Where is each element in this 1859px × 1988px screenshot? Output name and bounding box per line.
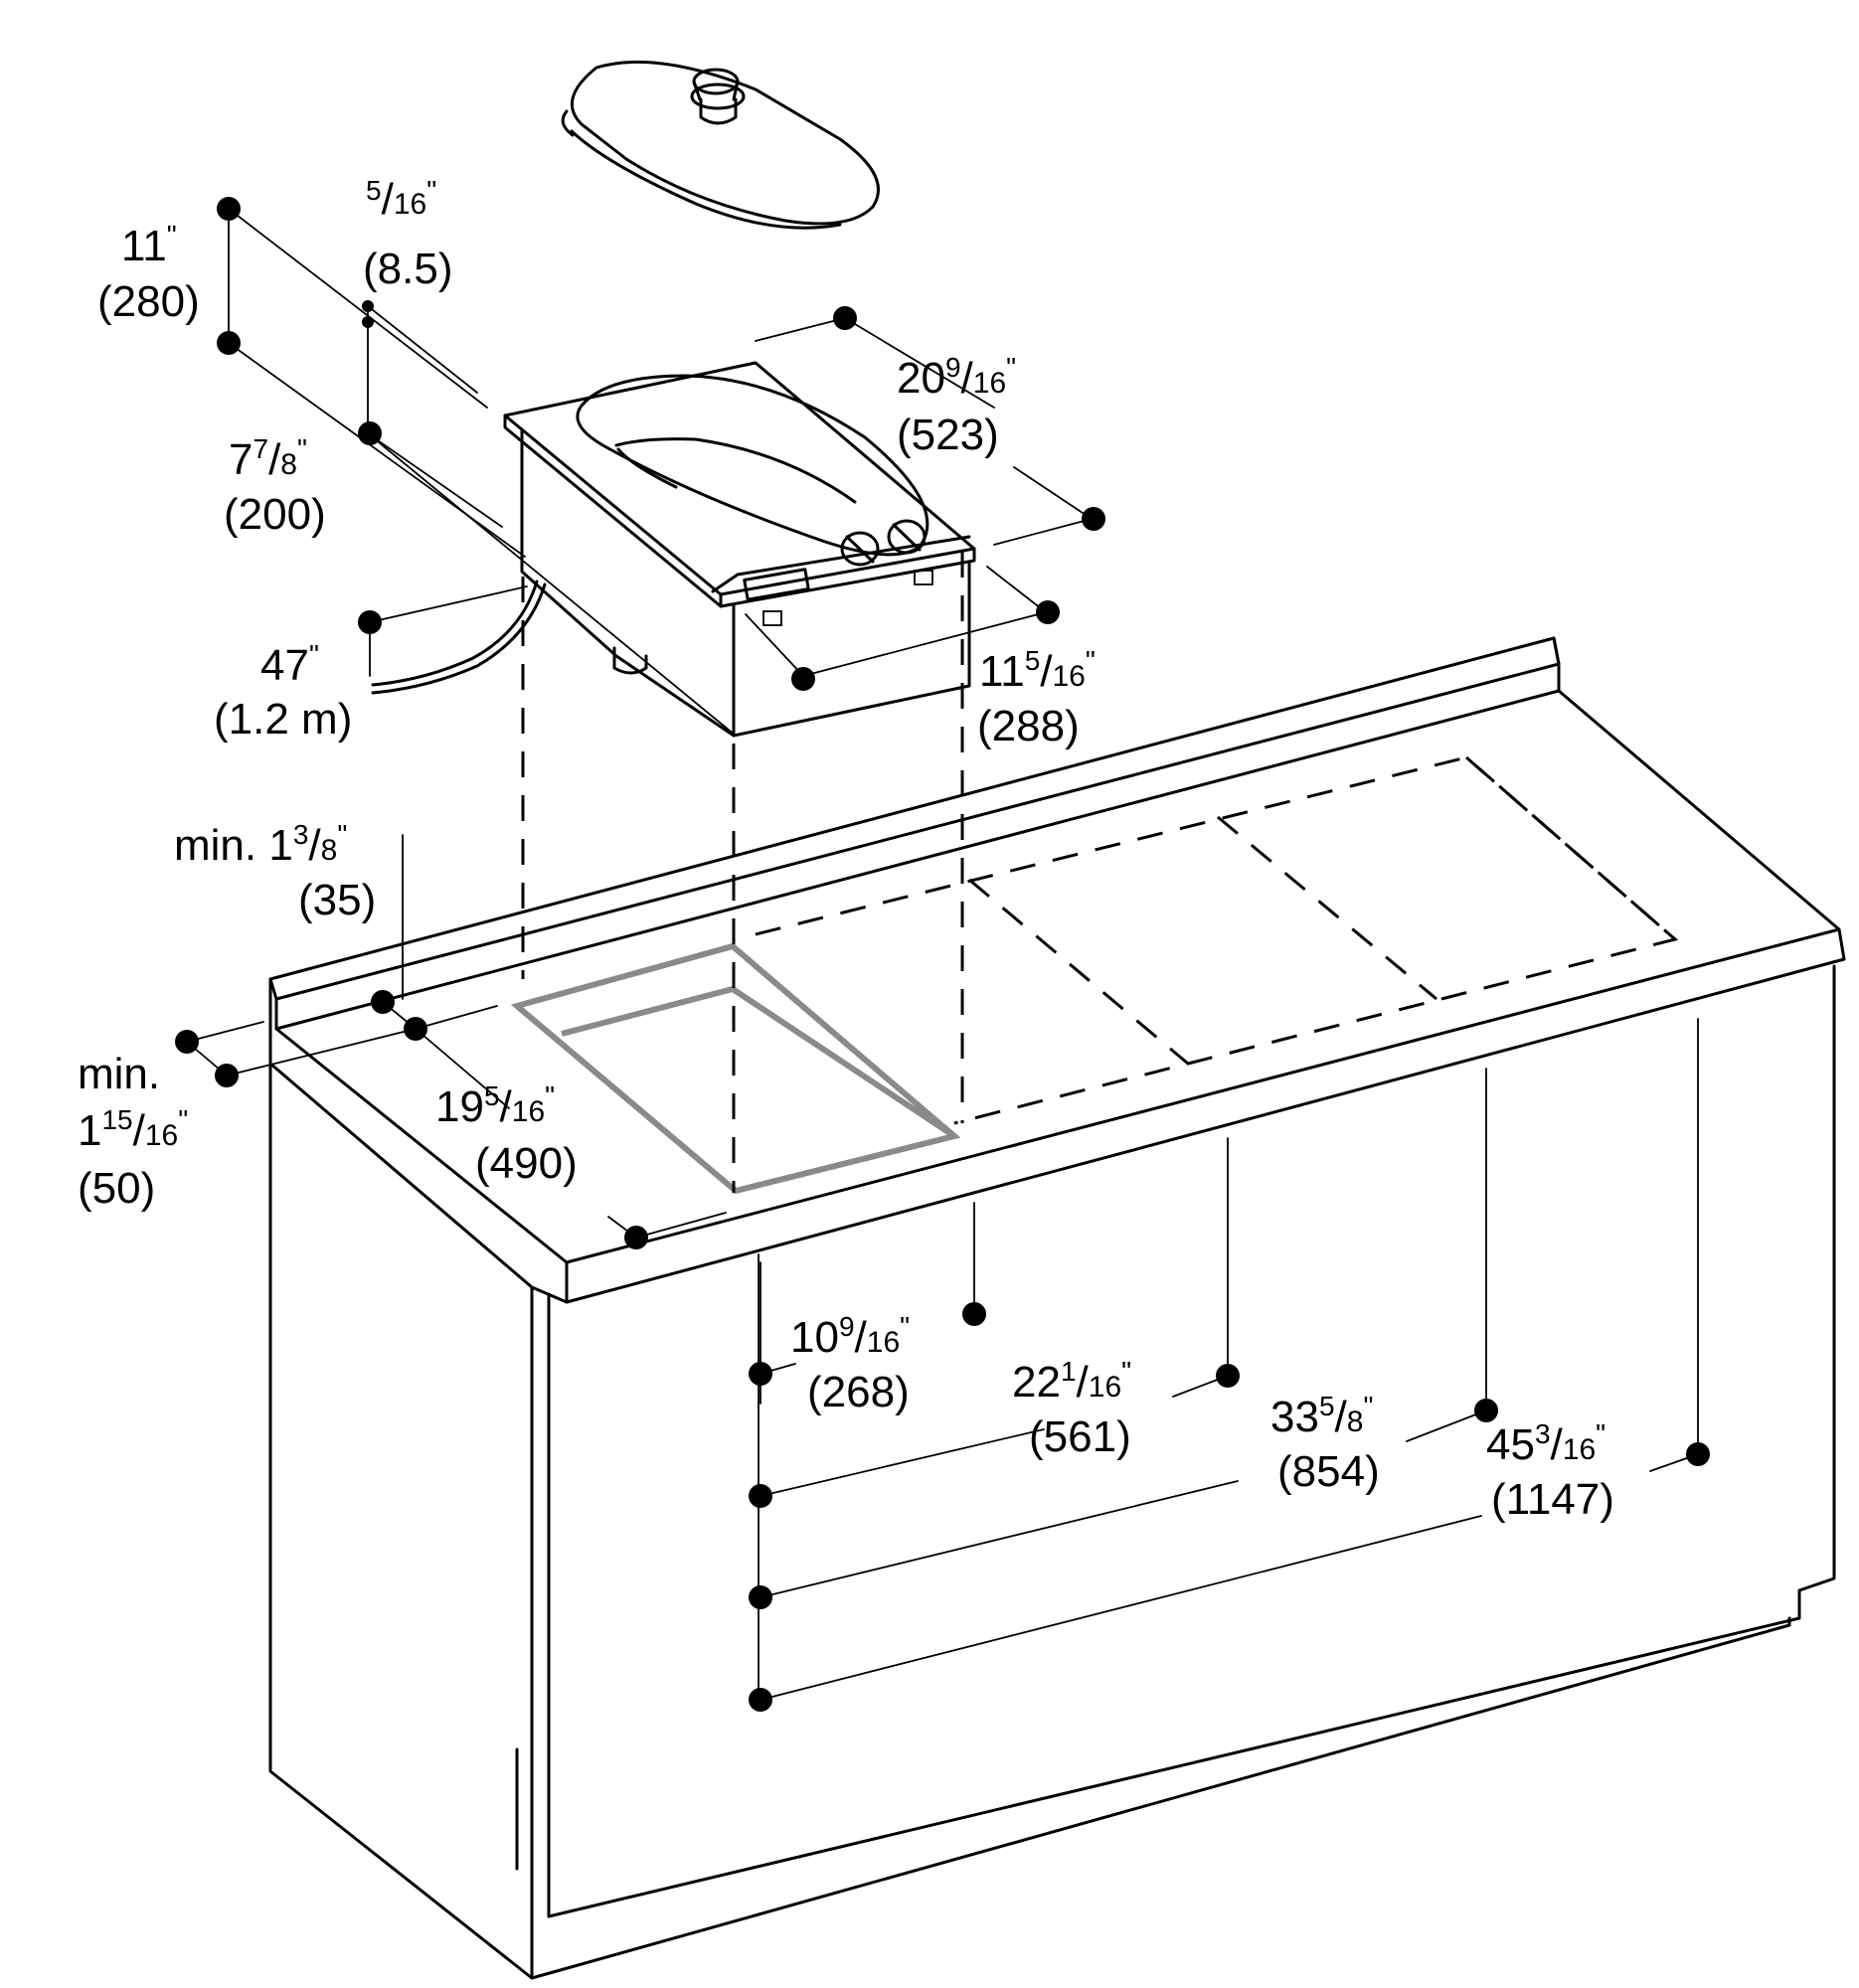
drop-lines — [521, 552, 964, 1193]
spacing-1-inches: 109/16" — [790, 1311, 910, 1362]
lid — [561, 60, 880, 230]
dimension-lines — [186, 208, 1699, 1701]
depth-mm: (523) — [897, 411, 999, 459]
spacing-2-mm: (561) — [1029, 1412, 1131, 1461]
width-mm: (288) — [977, 702, 1080, 750]
spacing-3-mm: (854) — [1277, 1447, 1380, 1496]
spacing-3-inches: 335/8" — [1270, 1391, 1373, 1441]
box-height-mm: (200) — [224, 490, 326, 539]
spacing-1-mm: (268) — [807, 1368, 910, 1416]
adjacent-module-outlines — [755, 755, 1679, 1125]
box-height-inches: 77/8" — [229, 433, 307, 484]
countertop — [268, 636, 1846, 1304]
height-inches: 11" — [121, 220, 177, 270]
depth-inches: 209/16" — [897, 352, 1016, 403]
knob-left — [840, 531, 880, 567]
spacing-4-mm: (1147) — [1491, 1475, 1614, 1524]
flange-mm: (8.5) — [363, 245, 452, 293]
min-back-mm: (35) — [298, 876, 376, 924]
min-front-prefix: min. — [78, 1050, 160, 1098]
cord-inches: 47" — [260, 639, 319, 690]
cord-length: (1.2 m) — [214, 695, 352, 744]
cutout-depth-mm: (490) — [475, 1139, 578, 1188]
appliance — [371, 361, 976, 738]
flange-inches: 5/16" — [366, 175, 436, 224]
width-inches: 115/16" — [979, 645, 1096, 696]
min-back-inches: min. 13/8" — [174, 819, 347, 870]
min-front-mm: (50) — [78, 1164, 155, 1213]
height-mm: (280) — [97, 277, 200, 326]
spacing-4-inches: 453/16" — [1486, 1418, 1606, 1469]
cutout-depth-inches: 195/16" — [435, 1080, 555, 1131]
knob-right — [887, 519, 927, 555]
cutout-outline — [510, 942, 961, 1195]
cabinet — [268, 964, 1836, 1980]
dimension-markers — [175, 197, 1710, 1712]
spacing-2-inches: 221/16" — [1012, 1356, 1131, 1407]
min-front-inches: 115/16" — [78, 1104, 188, 1155]
